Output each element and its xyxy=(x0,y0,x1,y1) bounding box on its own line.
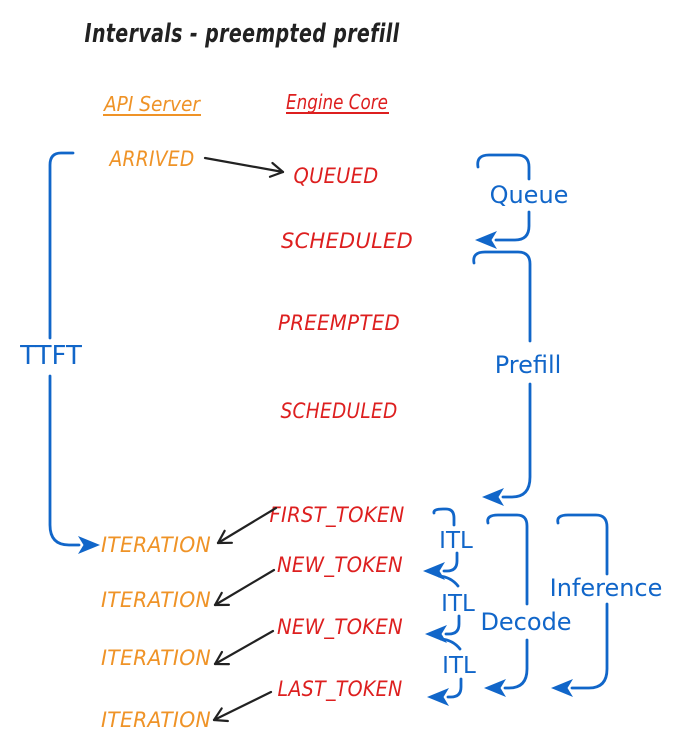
decode-bracket-top xyxy=(486,513,529,606)
itl-1-corner xyxy=(432,507,456,527)
first-token-to-iteration-arrow xyxy=(216,506,278,545)
iteration-event-2: ITERATION xyxy=(101,588,211,612)
arrived-event: ARRIVED xyxy=(108,147,195,171)
iteration-event-4: ITERATION xyxy=(101,708,211,732)
diagram-title: Intervals - preempted prefill xyxy=(85,19,400,49)
queue-label: Queue xyxy=(490,181,569,209)
iteration-event-1: ITERATION xyxy=(101,533,211,557)
itl-label-3: ITL xyxy=(442,653,476,679)
decode-bracket-arrow xyxy=(484,638,529,697)
last-token-event: LAST_TOKEN xyxy=(278,677,403,702)
ttft-bracket-arrow xyxy=(48,374,100,554)
ttft-label: TTFT xyxy=(19,341,82,371)
prefill-bracket-arrow xyxy=(482,382,532,506)
inference-bracket-arrow xyxy=(551,602,609,697)
itl-bracket-2 xyxy=(425,614,462,651)
black-arrows xyxy=(203,156,285,723)
first-token-event: FIRST_TOKEN xyxy=(270,503,405,528)
inference-bracket xyxy=(551,513,609,697)
prefill-bracket-top xyxy=(472,250,532,343)
itl-bracket-1 xyxy=(423,507,460,588)
prefill-bracket xyxy=(472,250,532,506)
itl-1-tail xyxy=(437,574,460,588)
decode-bracket xyxy=(484,513,529,697)
itl-2-tail xyxy=(439,637,462,651)
inference-label: Inference xyxy=(550,574,663,602)
arrived-to-queued-arrow xyxy=(203,156,285,178)
itl-label-2: ITL xyxy=(441,591,475,617)
scheduled-event-1: SCHEDULED xyxy=(281,229,413,253)
preempted-event: PREEMPTED xyxy=(278,311,400,335)
new-token-2-to-iteration-arrow xyxy=(213,629,275,666)
itl-1-arrow xyxy=(423,551,459,580)
itl-2-arrow xyxy=(425,614,461,643)
queued-event: QUEUED xyxy=(294,164,379,188)
last-token-to-iteration-arrow xyxy=(212,690,273,723)
queue-bracket-arrow xyxy=(475,210,531,249)
iteration-event-3: ITERATION xyxy=(101,646,211,670)
itl-bracket-3 xyxy=(427,677,463,706)
new-token-1-to-iteration-arrow xyxy=(213,568,276,607)
new-token-event-1: NEW_TOKEN xyxy=(277,553,403,578)
scheduled-event-2: SCHEDULED xyxy=(281,399,398,423)
ttft-bracket-top xyxy=(48,151,75,340)
decode-label: Decode xyxy=(480,608,571,636)
ttft-bracket xyxy=(48,151,100,554)
queue-bracket-top xyxy=(476,153,531,181)
queue-bracket xyxy=(475,153,531,249)
itl-3-arrow xyxy=(427,677,463,706)
itl-label-1: ITL xyxy=(439,528,473,554)
prefill-label: Prefill xyxy=(495,351,562,379)
inference-bracket-top xyxy=(556,513,609,576)
new-token-event-2: NEW_TOKEN xyxy=(277,615,403,640)
engine-core-header: Engine Core xyxy=(286,90,388,114)
api-server-header: API Server xyxy=(102,92,201,116)
